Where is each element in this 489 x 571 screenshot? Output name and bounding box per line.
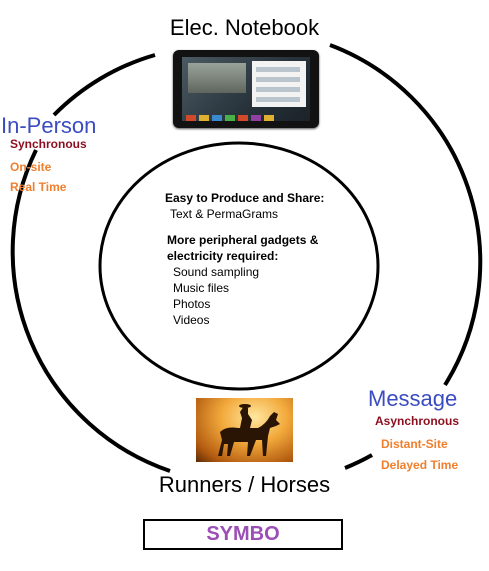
right-heading: Message — [368, 386, 458, 411]
left-detail-2: Real Time — [10, 180, 67, 194]
center-item: Sound sampling — [173, 265, 260, 279]
center-text-block: Easy to Produce and Share: Text & PermaG… — [165, 190, 324, 328]
inner-circle — [98, 141, 380, 391]
left-subheading: Synchronous — [10, 137, 87, 151]
right-detail-1: Distant-Site — [381, 437, 448, 451]
center-heading-2a: More peripheral gadgets & — [167, 233, 319, 247]
right-detail-2: Delayed Time — [381, 458, 459, 472]
left-detail-1: On-site — [10, 160, 52, 174]
center-item: Photos — [173, 297, 211, 311]
top-title: Elec. Notebook — [169, 15, 320, 40]
tablet-computer-image — [173, 50, 319, 128]
left-heading: In-Person — [1, 113, 97, 138]
right-subheading: Asynchronous — [375, 414, 460, 428]
footer-label: SYMBO — [206, 523, 280, 545]
center-line-1: Text & PermaGrams — [170, 207, 279, 221]
outer-ring-top-right-arc — [329, 43, 483, 387]
bottom-title: Runners / Horses — [158, 472, 331, 497]
outer-ring-top-left-arc — [52, 53, 156, 117]
outer-ring-left-arc — [10, 149, 171, 473]
footer-label-box: SYMBO — [143, 519, 343, 550]
center-heading-2b: electricity required: — [167, 249, 279, 263]
horse-rider-silhouette-image — [196, 398, 293, 462]
center-item: Music files — [173, 281, 230, 295]
center-item: Videos — [173, 313, 210, 327]
center-heading-1: Easy to Produce and Share: — [165, 191, 325, 205]
outer-ring-bottom-right-arc — [344, 453, 373, 470]
